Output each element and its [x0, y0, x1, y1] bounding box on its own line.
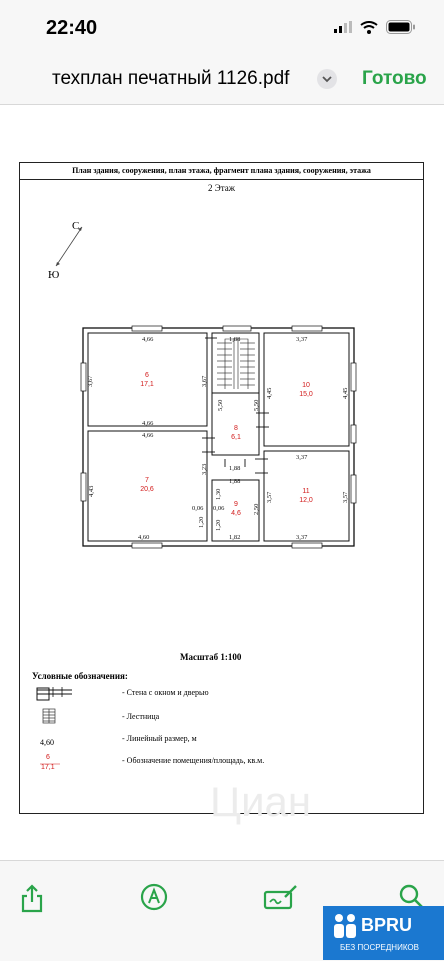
- dim-label: 1,88: [229, 465, 240, 472]
- dim-label: 1,88: [229, 336, 240, 343]
- legend-sample-room-area: 17,1: [41, 764, 55, 771]
- markup-button[interactable]: [140, 883, 168, 916]
- watermark: Циан: [210, 778, 312, 825]
- pdf-page: План здания, сооружения, план этажа, фра…: [19, 162, 424, 825]
- dim-label: 1,30: [215, 489, 222, 500]
- scale-label: Масштаб 1:100: [180, 652, 242, 662]
- done-button[interactable]: Готово: [362, 68, 427, 89]
- room-6-outline: [87, 332, 208, 427]
- dim-label: 3,37: [296, 454, 308, 461]
- legend-item: - Обозначение помещения/площадь, кв.м.: [122, 756, 265, 765]
- dim-label: 5,50: [253, 400, 260, 411]
- room-area: 17,1: [140, 381, 154, 388]
- room-number: 10: [302, 382, 310, 389]
- floor-label: 2 Этаж: [208, 183, 235, 193]
- dim-label: 4,45: [342, 388, 349, 399]
- room-7-outline: [87, 430, 208, 542]
- wifi-icon: [360, 20, 378, 34]
- bpru-badge[interactable]: BPRU БЕЗ ПОСРЕДНИКОВ: [323, 906, 444, 960]
- legend-sample-dim: 4,60: [40, 738, 54, 747]
- wall-symbol-icon: [36, 687, 72, 701]
- compass-south: Ю: [48, 269, 59, 281]
- room-area: 15,0: [299, 391, 313, 398]
- share-icon: [21, 884, 43, 913]
- signature-button[interactable]: [263, 883, 299, 916]
- dim-label: 3,67: [87, 375, 94, 387]
- dim-label: 3,37: [296, 534, 308, 541]
- share-button[interactable]: [19, 883, 45, 918]
- dim-label: 0,06: [213, 505, 225, 512]
- legend-title: Условные обозначения:: [32, 671, 128, 681]
- stair-symbol-icon: [42, 708, 56, 724]
- dim-label: 3,57: [342, 491, 349, 503]
- dim-label: 4,66: [142, 336, 154, 343]
- legend-item: - Стена с окном и дверью: [122, 688, 209, 697]
- badge-title: BPRU: [361, 915, 413, 935]
- doors: [202, 337, 269, 474]
- room-9-outline: [211, 479, 260, 542]
- room-number: 6: [145, 372, 149, 379]
- status-bar: 22:40: [0, 0, 444, 56]
- dim-label: 1,88: [229, 478, 240, 485]
- people-icon: [334, 914, 356, 938]
- legend-item: - Лестница: [122, 712, 160, 721]
- room-number: 8: [234, 425, 238, 432]
- room-area: 6,1: [231, 434, 241, 441]
- status-time: 22:40: [46, 17, 98, 39]
- battery-icon: [386, 20, 415, 34]
- markup-icon: [140, 883, 168, 911]
- room-area: 4,6: [231, 510, 241, 517]
- legend-sample-room-no: 6: [46, 754, 50, 761]
- dim-label: 3,37: [296, 336, 308, 343]
- dim-label: 4,45: [266, 388, 273, 399]
- signature-icon: [263, 885, 297, 910]
- compass-north: С: [72, 220, 79, 232]
- dim-label: 4,66: [142, 420, 154, 427]
- dim-label: 4,60: [138, 534, 149, 541]
- document-title: техплан печатный 1126.pdf: [52, 68, 290, 89]
- legend-item: - Линейный размер, м: [122, 734, 197, 743]
- dim-label: 0,06: [192, 505, 204, 512]
- stair-treads: [217, 338, 255, 389]
- chevron-down-icon: [322, 76, 332, 83]
- dim-label: 3,57: [266, 491, 273, 503]
- dim-label: 3,23: [201, 464, 208, 475]
- compass-icon: [55, 226, 83, 267]
- room-area: 12,0: [299, 497, 313, 504]
- dim-label: 4,43: [88, 486, 95, 497]
- room-number: 9: [234, 501, 238, 508]
- title-menu-button[interactable]: [317, 69, 337, 89]
- dim-label: 5,50: [217, 400, 224, 411]
- dim-label: 1,20: [198, 517, 205, 528]
- windows: [80, 325, 357, 549]
- dim-label: 1,82: [229, 534, 240, 541]
- dim-label: 3,67: [201, 375, 208, 387]
- dim-label: 2,50: [253, 504, 260, 515]
- document-nav-bar: техплан печатный 1126.pdf Готово: [0, 56, 444, 105]
- room-8-outline: [211, 392, 260, 456]
- room-11-outline: [263, 450, 350, 542]
- room-number: 7: [145, 477, 149, 484]
- room-10-outline: [263, 332, 350, 447]
- badge-subtitle: БЕЗ ПОСРЕДНИКОВ: [340, 943, 419, 952]
- room-area: 20,6: [140, 486, 154, 493]
- dim-label: 4,66: [142, 432, 154, 439]
- floor-plan: С Ю: [36, 220, 357, 765]
- signal-icon: [334, 21, 352, 33]
- dim-label: 1,20: [215, 520, 222, 531]
- status-icons: [334, 20, 416, 34]
- plan-header: План здания, сооружения, план этажа, фра…: [20, 163, 423, 180]
- room-number: 11: [302, 488, 309, 495]
